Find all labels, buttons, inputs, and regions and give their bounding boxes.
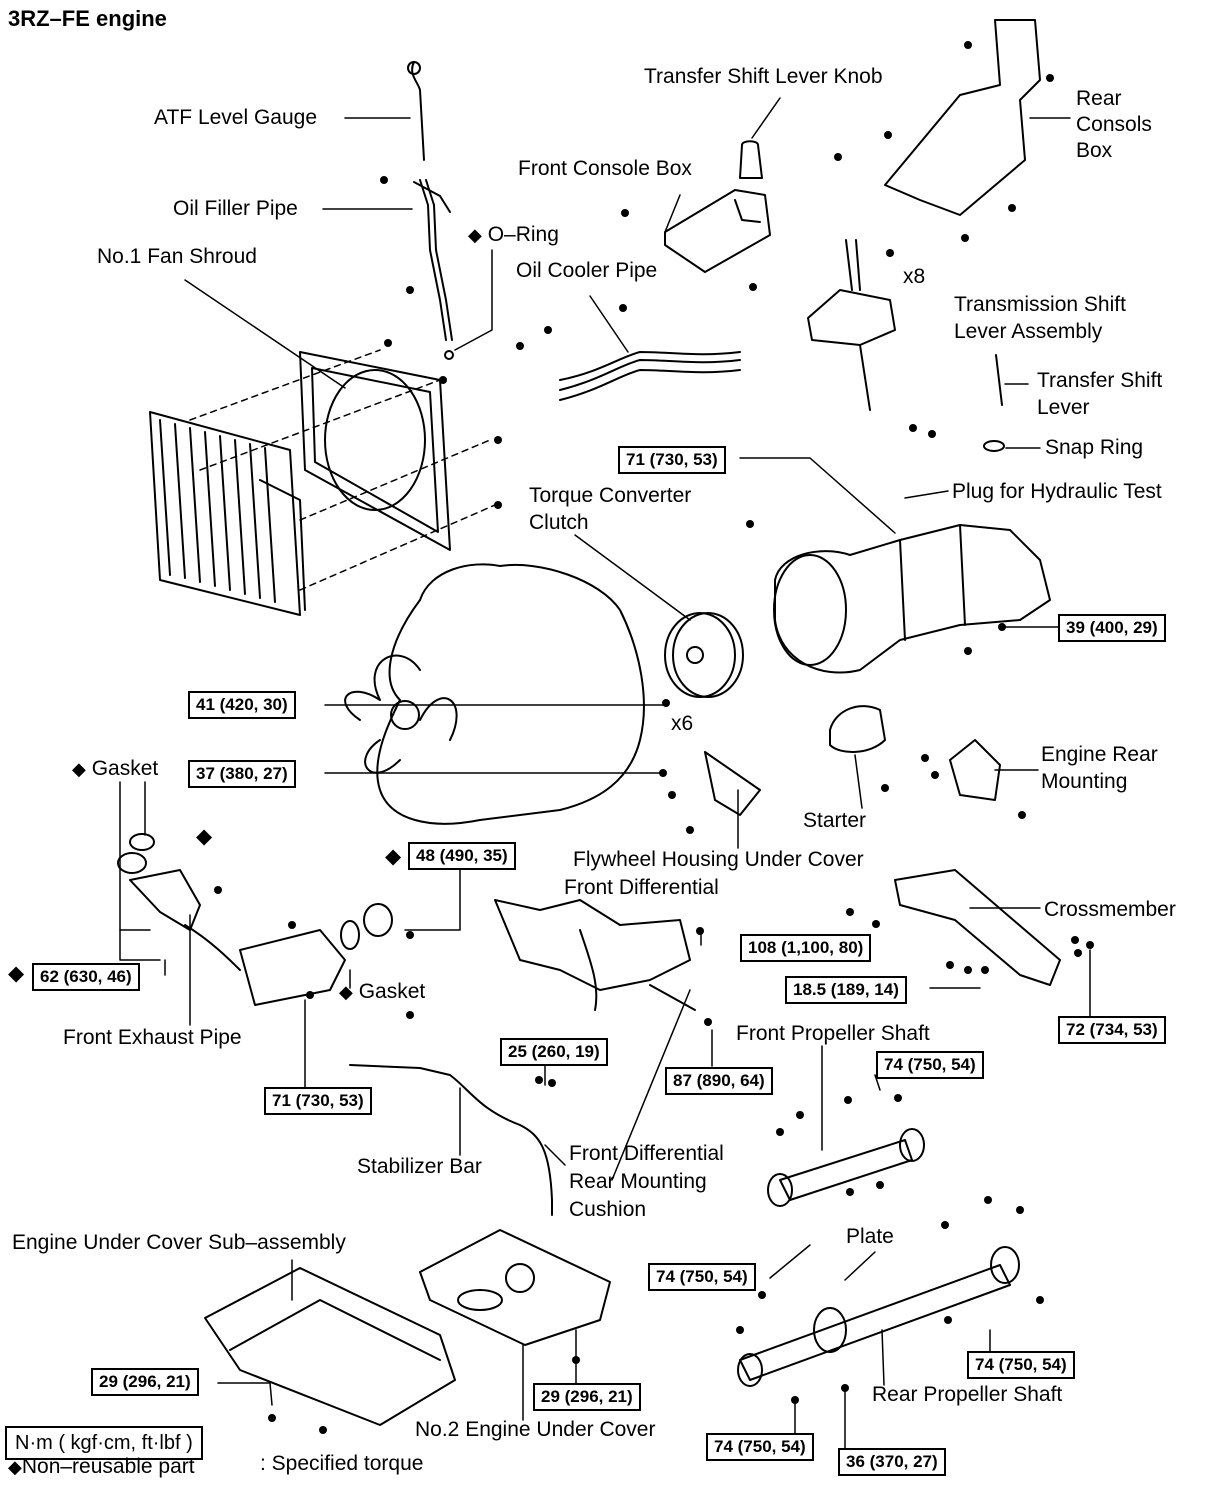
rear-console-part [884, 19, 1041, 216]
engine-under-cover-part [204, 1267, 456, 1426]
label-oil-filler-pipe: Oil Filler Pipe [173, 197, 298, 220]
label-crossmember: Crossmember [1044, 898, 1176, 921]
label-front-console-box: Front Console Box [518, 157, 692, 180]
oil-cooler-pipe-part [559, 351, 741, 401]
rear-propeller-shaft-part [737, 1246, 1020, 1387]
label-engine-under-cover-sub: Engine Under Cover Sub–assembly [12, 1231, 346, 1254]
label-gasket-top: ◆ Gasket [72, 755, 158, 783]
label-fd-rear-mounting-3: Cushion [569, 1198, 647, 1221]
label-o-ring-text: O–Ring [487, 223, 559, 246]
label-transmission-shift-lever-1: Transmission Shift [954, 293, 1126, 316]
radiator-part [149, 411, 306, 616]
label-torque-converter-1: Torque Converter [529, 484, 692, 507]
torque-box-36: 36 (370, 27) [838, 1448, 946, 1476]
crossmember-part [894, 739, 1061, 986]
label-plate: Plate [846, 1225, 894, 1248]
label-transfer-shift-lever-knob: Transfer Shift Lever Knob [644, 65, 883, 88]
label-front-differential: Front Differential [564, 876, 719, 899]
bolt-markers [214, 41, 1094, 1434]
label-gasket-bottom: ◆ Gasket [339, 978, 425, 1006]
label-fd-rear-mounting-1: Front Differential [569, 1142, 724, 1165]
label-rear-consoles-box-2: Consols [1076, 113, 1152, 136]
label-snap-ring: Snap Ring [1045, 436, 1144, 459]
label-front-exhaust-pipe: Front Exhaust Pipe [63, 1026, 242, 1049]
label-gasket-bottom-text: Gasket [358, 980, 426, 1003]
label-front-propeller-shaft: Front Propeller Shaft [736, 1022, 930, 1045]
label-engine-rear-mounting-1: Engine Rear [1041, 743, 1158, 766]
diamond-icon: ◆ [196, 825, 213, 848]
torque-box-72: 72 (734, 53) [1058, 1016, 1166, 1044]
diamond-icon: ◆ [8, 962, 25, 985]
stabilizer-bar-part [349, 1064, 553, 1216]
page-title: 3RZ–FE engine [8, 6, 167, 31]
front-differential-part [494, 899, 696, 1011]
torque-box-18-5: 18.5 (189, 14) [785, 976, 907, 1004]
legend-specified-torque: : Specified torque [260, 1452, 424, 1475]
legend-non-reusable: ◆Non–reusable part [8, 1453, 195, 1481]
torque-converter-part [664, 612, 744, 698]
transmission-part [773, 524, 1051, 674]
torque-box-74-a: 74 (750, 54) [876, 1051, 984, 1079]
torque-box-108: 108 (1,100, 80) [740, 934, 872, 962]
label-o-ring: ◆ O–Ring [468, 221, 559, 249]
label-gasket-top-text: Gasket [91, 757, 159, 780]
label-x6: x6 [671, 712, 694, 735]
torque-box-74-c: 74 (750, 54) [967, 1351, 1075, 1379]
front-exhaust-pipe-part [117, 833, 393, 1006]
torque-box-48: 48 (490, 35) [408, 842, 516, 870]
label-plug-hydraulic-test: Plug for Hydraulic Test [952, 480, 1162, 503]
torque-box-37: 37 (380, 27) [188, 760, 296, 788]
legend-non-reusable-text: Non–reusable part [21, 1455, 195, 1478]
diamond-icon: ◆ [468, 225, 482, 245]
label-transmission-shift-lever-2: Lever Assembly [954, 320, 1103, 343]
shift-lever-part [807, 239, 1005, 452]
torque-box-71-bottom: 71 (730, 53) [264, 1087, 372, 1115]
diamond-icon: ◆ [339, 982, 353, 1002]
label-rear-consoles-box-1: Rear [1076, 87, 1122, 110]
torque-box-29-right: 29 (296, 21) [533, 1383, 641, 1411]
starter-part [829, 705, 886, 753]
label-atf-level-gauge: ATF Level Gauge [154, 106, 318, 129]
label-fd-rear-mounting-2: Rear Mounting [569, 1170, 707, 1193]
torque-box-29-left: 29 (296, 21) [91, 1368, 199, 1396]
label-x8: x8 [903, 265, 926, 288]
diamond-icon: ◆ [8, 1457, 22, 1477]
front-console-part [664, 140, 771, 273]
torque-box-74-d: 74 (750, 54) [706, 1433, 814, 1461]
label-oil-cooler-pipe: Oil Cooler Pipe [516, 259, 658, 282]
label-transfer-shift-lever-2: Lever [1037, 396, 1090, 419]
front-propeller-shaft-part [767, 1128, 925, 1207]
label-rear-propeller-shaft: Rear Propeller Shaft [872, 1383, 1063, 1406]
torque-box-87: 87 (890, 64) [665, 1067, 773, 1095]
torque-box-71-top: 71 (730, 53) [618, 446, 726, 474]
diamond-icon: ◆ [385, 845, 402, 868]
torque-box-41: 41 (420, 30) [188, 691, 296, 719]
label-flywheel-housing-under-cover: Flywheel Housing Under Cover [573, 848, 864, 871]
fan-shroud-part [299, 351, 451, 551]
label-stabilizer-bar: Stabilizer Bar [357, 1155, 482, 1178]
leader-lines [119, 97, 1091, 1451]
torque-box-39: 39 (400, 29) [1058, 614, 1166, 642]
label-no1-fan-shroud: No.1 Fan Shroud [97, 245, 257, 268]
torque-box-62: 62 (630, 46) [32, 963, 140, 991]
shroud-guide-lines [189, 349, 496, 591]
oil-filler-pipe-part [413, 179, 454, 360]
engine-block-part [344, 563, 645, 825]
no2-under-cover-part [419, 1229, 611, 1346]
label-no2-engine-under-cover: No.2 Engine Under Cover [415, 1418, 656, 1441]
label-torque-converter-2: Clutch [529, 511, 589, 534]
label-transfer-shift-lever-1: Transfer Shift [1037, 369, 1163, 392]
torque-box-74-b: 74 (750, 54) [648, 1263, 756, 1291]
legend-unit-box: N·m ( kgf·cm, ft·lbf ) [5, 1426, 203, 1460]
atf-level-gauge-part [407, 61, 425, 161]
label-engine-rear-mounting-2: Mounting [1041, 770, 1128, 793]
label-rear-consoles-box-3: Box [1076, 139, 1113, 162]
flywheel-cover-part [704, 751, 761, 816]
label-starter: Starter [803, 809, 867, 832]
torque-box-25: 25 (260, 19) [500, 1038, 608, 1066]
diamond-icon: ◆ [72, 759, 86, 779]
